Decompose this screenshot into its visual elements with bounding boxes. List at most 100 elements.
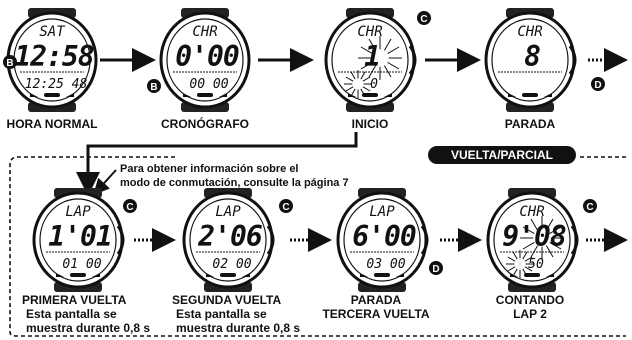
watch-mode-label: CHR [519, 204, 544, 220]
watch-button-mark [384, 93, 392, 97]
connector-arrow [76, 132, 358, 196]
button-letter: C [586, 202, 593, 213]
watch-button-mark [44, 93, 60, 97]
caption-line: PARADA [350, 293, 402, 307]
caption-line: muestra durante 0,8 s [176, 321, 301, 335]
note-text: Para obtener información sobre el modo d… [120, 162, 349, 190]
button-c-icon: C [417, 11, 431, 25]
watch-main-digits: 8 [524, 40, 540, 73]
caption-line: muestra durante 0,8 s [26, 321, 151, 335]
watch-mode-label: CHR [517, 24, 542, 40]
watch-button-mark [197, 93, 213, 97]
watch-button-mark [56, 273, 64, 277]
watch-sub-digits: 12:25 48 [25, 77, 88, 92]
watch-side-marker [568, 45, 577, 75]
watch-button-mark [508, 93, 516, 97]
watch-button-mark [544, 93, 552, 97]
watch-bezel [493, 198, 571, 282]
watch-sub-digits: 00 00 [189, 77, 228, 92]
caption-inicio: INICIO [351, 117, 389, 131]
button-letter: C [282, 202, 289, 213]
caption-line: LAP 2 [513, 307, 547, 321]
watch-mode-label: LAP [215, 204, 241, 220]
section-badge: VUELTA/PARCIAL [428, 146, 576, 164]
watch-button-mark [206, 273, 214, 277]
watch-bezel [331, 18, 409, 102]
watch-button-mark [360, 273, 368, 277]
watch-side-marker [266, 225, 275, 255]
caption-cronografo: CRONÓGRAFO [161, 117, 249, 131]
watch-mode-label: SAT [39, 24, 66, 40]
watch-side-marker [570, 225, 579, 255]
watch-sub-digits: 02 00 [212, 257, 251, 272]
watch-button-mark [524, 273, 540, 277]
watch-mode-label: LAP [369, 204, 395, 220]
button-letter: B [6, 58, 13, 69]
watch-button-mark [362, 93, 378, 97]
caption-line: TERCERA VUELTA [322, 307, 430, 321]
flash-burst [358, 36, 402, 80]
button-letter: C [126, 202, 133, 213]
caption-line: CONTANDO [495, 293, 565, 307]
watch-button-mark [219, 93, 227, 97]
caption-line: Esta pantalla se [176, 307, 267, 321]
watch-main-digits: 2'06 [197, 220, 262, 253]
caption-primera-vuelta: PRIMERA VUELTA Esta pantalla se muestra … [22, 293, 150, 335]
watch-bezel [343, 198, 421, 282]
watch-side-marker [420, 225, 429, 255]
flash-burst [520, 216, 564, 260]
caption-line: SEGUNDA VUELTA [172, 293, 282, 307]
watch-button-mark [546, 273, 554, 277]
caption-line: Esta pantalla se [26, 307, 117, 321]
watch-sub-digits: 01 00 [62, 257, 101, 272]
watch-button-mark [374, 273, 390, 277]
watch-button-mark [92, 273, 100, 277]
watch-side-marker [408, 45, 417, 75]
watch-sub-digits: 50 [528, 257, 544, 272]
watch-mode-label: LAP [65, 204, 91, 220]
flash-burst [506, 250, 534, 278]
lap-section-frame [9, 156, 626, 337]
note-line-1: Para obtener información sobre el [120, 163, 299, 175]
watch-side-marker [116, 225, 125, 255]
watch-main-digits: 0'00 [175, 40, 239, 73]
watch-button-mark [220, 273, 236, 277]
watch-button-mark [183, 93, 191, 97]
button-letter: C [420, 14, 427, 25]
caption-hora-normal: HORA NORMAL [6, 117, 98, 131]
watch-button-mark [30, 93, 38, 97]
watch-bezel [491, 18, 569, 102]
watch-case [159, 11, 251, 109]
button-d-icon: D [591, 77, 605, 91]
flash-burst [344, 70, 372, 98]
watch-bezel [189, 198, 267, 282]
button-letter: B [150, 82, 157, 93]
caption-parada: PARADA [504, 117, 556, 131]
caption-parada-tercera: PARADA TERCERA VUELTA [322, 293, 429, 321]
watch-mode-label: CHR [192, 24, 217, 40]
button-letter: D [594, 80, 601, 91]
watch-main-digits: 1'01 [48, 220, 111, 253]
caption-segunda-vuelta: SEGUNDA VUELTA Esta pantalla se muestra … [172, 293, 300, 335]
watch-button-mark [70, 273, 86, 277]
caption-line: PRIMERA VUELTA [22, 293, 127, 307]
watch-sub-digits: 03 00 [366, 257, 405, 272]
button-c-icon: C [279, 199, 293, 213]
note-line-2: modo de conmutación, consulte la página … [120, 177, 349, 189]
button-c-icon: C [123, 199, 137, 213]
watch-main-digits: 6'00 [352, 220, 416, 253]
watch-button-mark [242, 273, 250, 277]
button-b-icon: B [147, 79, 161, 93]
watch-bezel [166, 18, 244, 102]
button-b-icon: B [3, 55, 17, 69]
watch-mode-label: CHR [357, 24, 382, 40]
